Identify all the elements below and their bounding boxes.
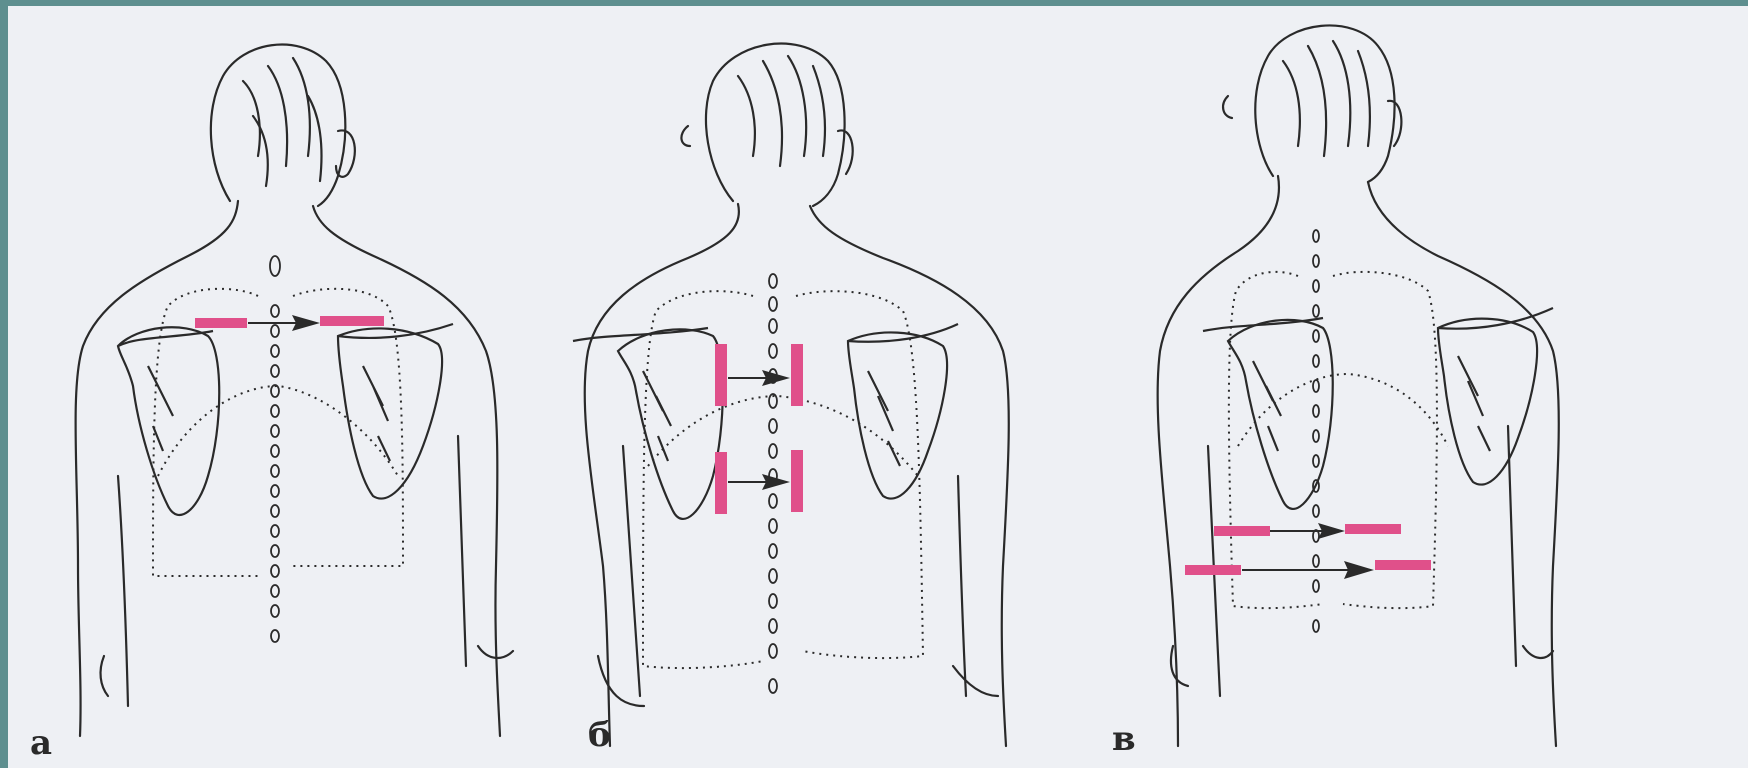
- back-illustration-b: [548, 6, 1148, 768]
- percussion-marker-right: [320, 316, 384, 326]
- percussion-marker-upper-left: [1214, 526, 1270, 536]
- panel-c: в: [1148, 6, 1748, 768]
- panel-b: б: [548, 6, 1148, 768]
- percussion-marker-lower-right: [1375, 560, 1431, 570]
- panel-label-b: б: [588, 718, 611, 752]
- back-illustration-c: [1148, 6, 1748, 768]
- percussion-marker-lower-right: [791, 450, 803, 512]
- percussion-marker-left: [195, 318, 247, 328]
- percussion-marker-upper-right: [1345, 524, 1401, 534]
- percussion-markers-c: [1185, 523, 1431, 579]
- panel-label-a: а: [30, 726, 52, 760]
- percussion-marker-lower-left: [715, 452, 727, 514]
- panel-a: а: [8, 6, 568, 768]
- arrow-head-icon: [1318, 523, 1345, 539]
- percussion-markers-b: [715, 344, 803, 514]
- figure-frame: а: [8, 6, 1748, 768]
- arrow-head-icon: [762, 474, 790, 490]
- panel-label-c: в: [1112, 722, 1136, 756]
- percussion-marker-upper-left: [715, 344, 727, 406]
- back-illustration-a: [8, 6, 568, 768]
- arrow-head-icon: [292, 315, 320, 331]
- percussion-marker-lower-left: [1185, 565, 1241, 575]
- percussion-markers-a: [195, 315, 384, 331]
- percussion-marker-upper-right: [791, 344, 803, 406]
- arrow-head-icon: [1344, 561, 1374, 579]
